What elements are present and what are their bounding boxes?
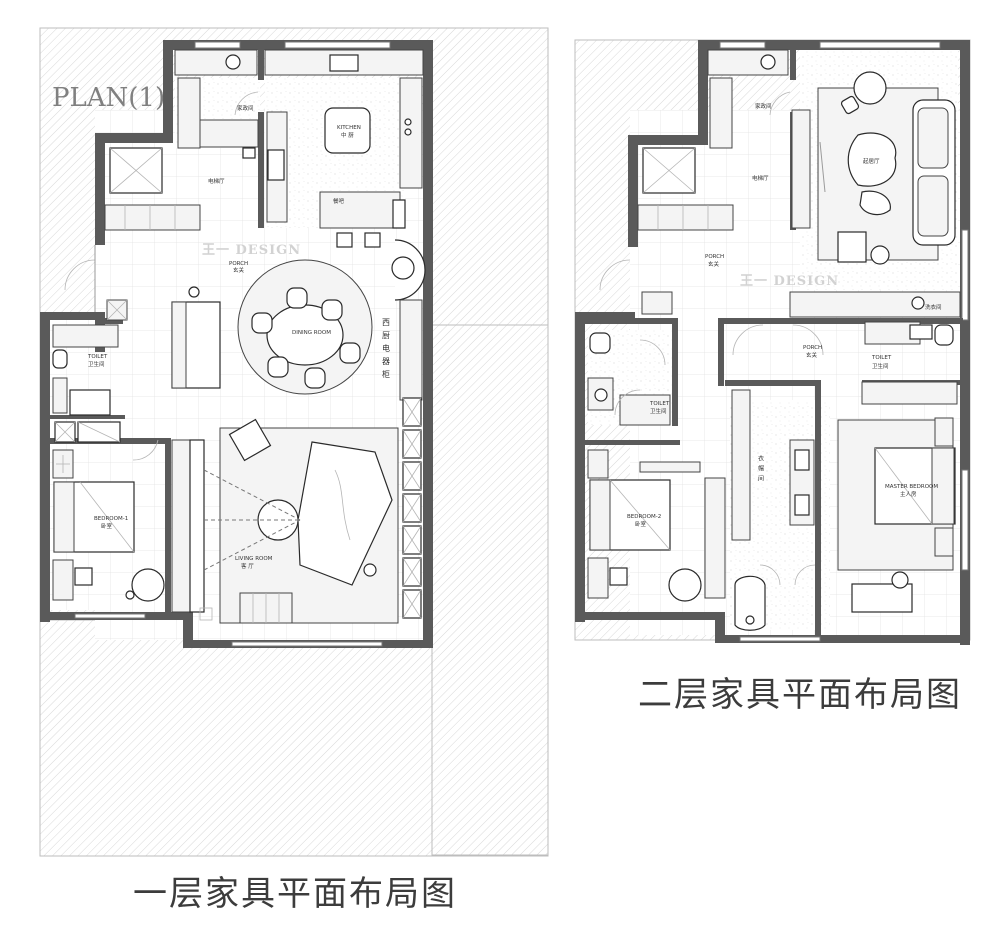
floor-2-caption: 二层家具平面布局图 (638, 675, 962, 715)
kitchen-cn-label: 中 厨 (341, 131, 354, 139)
f2-toilet-2-cn-label: 卫生间 (872, 362, 889, 370)
watermark-floor-1: 王一 DESIGN (202, 243, 301, 258)
laundry-2-label: 洗衣间 (925, 303, 942, 311)
f2-porch-2-label: PORCH (803, 345, 822, 351)
floor-2-plan (574, 39, 971, 645)
bedroom-2-label: BEDROOM-2 (627, 514, 661, 520)
porch-label: PORCH (229, 261, 248, 267)
wardrobe-label: 衣帽间 (757, 454, 764, 485)
toilet-label: TOILET (87, 354, 108, 360)
floor-1-plan (39, 27, 549, 857)
bedroom-1-label: BEDROOM-1 (94, 516, 128, 522)
f2-porch-2-cn-label: 玄关 (806, 351, 818, 359)
site-area-right (431, 324, 549, 856)
living-room-cn-label: 客 厅 (241, 562, 254, 570)
watermark-floor-2: 王一 DESIGN (740, 274, 839, 289)
f2-elevator-hall-label: 电梯厅 (752, 174, 769, 182)
storage-cabinets (402, 397, 422, 619)
f2-porch-cn-label: 玄关 (708, 260, 720, 268)
floor-1-caption: 一层家具平面布局图 (133, 874, 457, 914)
plan-title: PLAN(1) (52, 83, 165, 113)
bedroom-2-cn-label: 卧室 (635, 520, 647, 528)
elevator-hall-label: 电梯厅 (208, 177, 225, 185)
f2-toilet-cn-label: 卫生间 (650, 407, 667, 415)
f2-toilet-2-label: TOILET (871, 355, 892, 361)
f2-toilet-label: TOILET (649, 401, 670, 407)
f2-laundry-label: 家政间 (755, 102, 772, 110)
bedroom-1-cn-label: 卧室 (101, 522, 113, 530)
living-room-label: LIVING ROOM (235, 556, 273, 562)
toilet-cn-label: 卫生间 (88, 360, 105, 368)
porch-cn-label: 玄关 (233, 266, 245, 274)
west-kitchen-label: 西厨电器柜 (382, 318, 391, 383)
dining-room-label: DINING ROOM (292, 330, 331, 336)
laundry-label: 家政间 (237, 104, 254, 112)
lounge-label: 起居厅 (863, 158, 880, 165)
master-bedroom-label: MASTER BEDROOM (885, 484, 938, 490)
kitchen-label: KITCHEN (337, 125, 361, 131)
f2-porch-label: PORCH (705, 254, 724, 260)
master-bedroom-cn-label: 主人房 (900, 490, 917, 498)
bar-label: 餐吧 (333, 197, 345, 205)
